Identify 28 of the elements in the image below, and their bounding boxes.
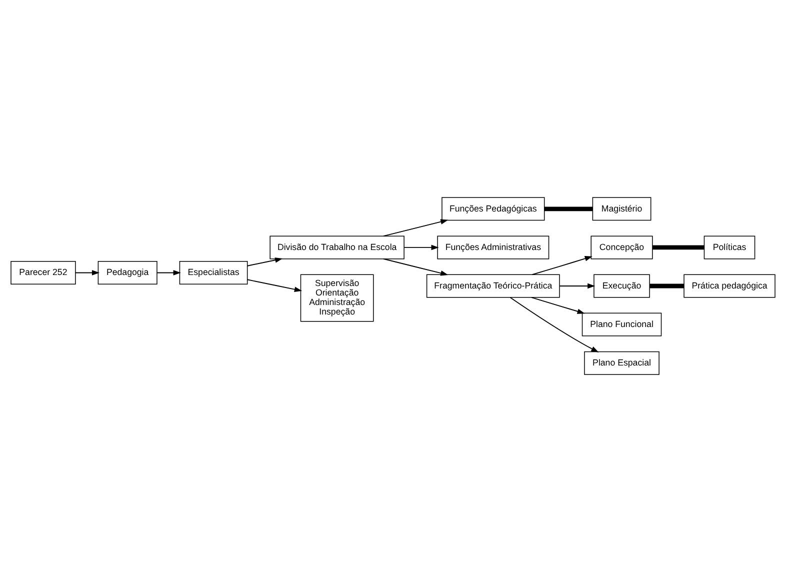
- arrow: [404, 244, 439, 250]
- node-box: Execução: [594, 274, 650, 298]
- arrow: [383, 258, 448, 276]
- arrow: [559, 283, 596, 289]
- connector: [544, 206, 593, 212]
- arrow: [510, 297, 599, 352]
- node-box: Fragmentação Teórico-Prática: [426, 274, 560, 298]
- node-box: Funções Pedagógicas: [442, 197, 545, 221]
- arrow: [246, 279, 302, 292]
- arrow: [383, 219, 448, 237]
- node-box: Supervisão Orientação Administração Inspeção: [300, 274, 374, 322]
- arrow: [246, 258, 283, 266]
- node-box: Prática pedagógica: [684, 274, 776, 298]
- node-box: Concepção: [590, 236, 653, 260]
- node-box: Plano Funcional: [582, 312, 662, 336]
- connector: [652, 245, 704, 250]
- node-box: Pedagogia: [98, 260, 158, 284]
- arrow: [156, 270, 181, 276]
- node-box: Divisão do Trabalho na Escola: [270, 236, 404, 260]
- node-box: Especialistas: [179, 260, 248, 284]
- connector: [650, 284, 684, 288]
- arrow: [75, 270, 100, 276]
- node-box: Políticas: [704, 236, 756, 260]
- node-box: Parecer 252: [10, 260, 76, 284]
- node-box: Magistério: [592, 197, 652, 221]
- node-box: Funções Administrativas: [437, 236, 550, 260]
- arrow: [531, 296, 585, 314]
- node-box: Plano Espacial: [584, 351, 660, 375]
